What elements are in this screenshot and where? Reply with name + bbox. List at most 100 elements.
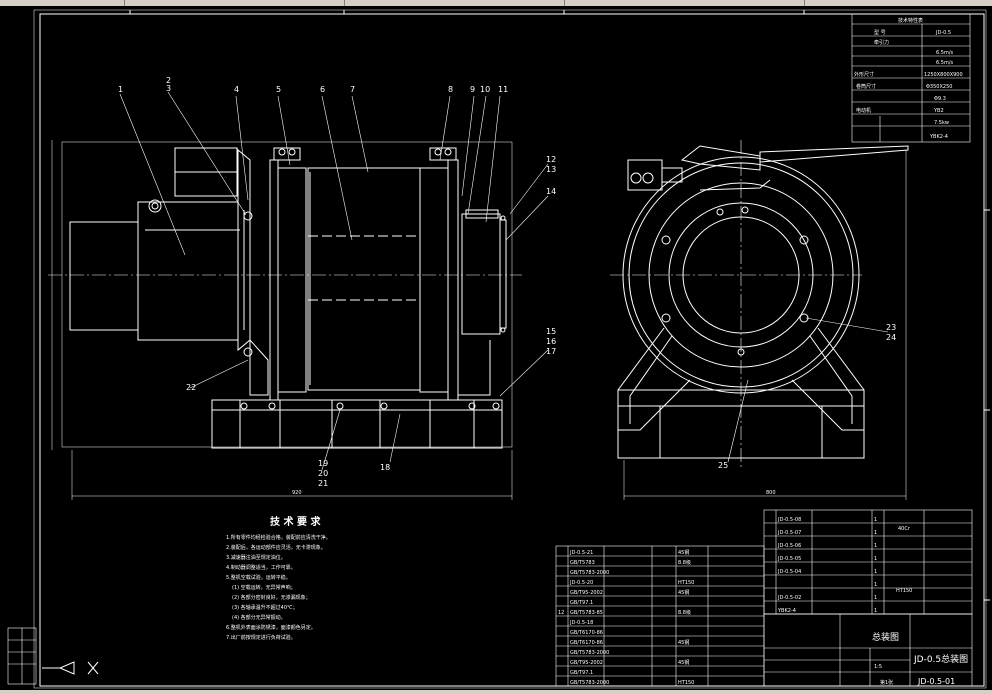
requirement-item: (4) 各部分无异常振动。 [232, 614, 286, 621]
revision-table [7, 627, 37, 685]
part-number: 17 [546, 347, 556, 356]
bom-left-table [555, 545, 765, 687]
bom-cell-code: JD-0.5-02 [777, 595, 801, 601]
bom-cell-code: GB/T97.1 [570, 670, 593, 676]
ucs-icon [42, 661, 99, 675]
front-part-numbers: 1 2 3 4 5 6 7 8 9 10 11 12 13 14 15 16 1… [118, 76, 556, 488]
bom-note: 40Cr [898, 526, 911, 532]
bom-cell-qty: 1 [874, 530, 877, 536]
drum-hub [682, 216, 800, 334]
bom-cell-code: GB/T5783-2000 [570, 680, 609, 686]
spec-value: 6.5m/s [936, 50, 954, 56]
bom-cell-code: GB/T6170-86 [570, 630, 603, 636]
front-view [48, 140, 522, 500]
side-width-dimension: 800 [766, 490, 776, 496]
drawing-name: 总装图 [872, 631, 899, 643]
bom-cell-qty: 1 [874, 517, 877, 523]
bom-cell-qty: 1 [874, 595, 877, 601]
bom-cell-no: 12 [558, 610, 564, 616]
bom-cell-code: GB/T95-2002 [570, 590, 603, 596]
part-number: 3 [166, 84, 171, 93]
bom-cell-code: JD-0.5-21 [569, 550, 593, 556]
part-number: 8 [448, 85, 453, 94]
part-number: 21 [318, 479, 328, 488]
part-number: 12 [546, 155, 556, 164]
part-number: 24 [886, 333, 896, 342]
drawing-number: JD-0.5-01 [917, 677, 955, 686]
side-base [617, 405, 865, 459]
spec-value: Φ350X250 [926, 84, 952, 90]
bom-cell-qty: 1 [874, 582, 877, 588]
tech-table-title: 技术特性表 [898, 17, 923, 24]
part-number: 25 [718, 461, 728, 470]
spec-value: JD-0.5 [935, 30, 951, 36]
part-number: 13 [546, 165, 556, 174]
technical-requirements: 技 术 要 求 1.所有零件均经检验合格，装配前应清洗干净。 2.装配后，各运动… [226, 515, 331, 641]
requirement-item: (1) 空载运转，无异常声响； [232, 584, 296, 591]
requirement-item: 2.装配后，各运动部件应灵活，无卡滞现象。 [226, 544, 326, 551]
requirement-item: (2) 各部分密封良好，无渗漏现象； [232, 594, 311, 601]
flange-bolt [273, 147, 301, 161]
bom-cell-code: GB/T5783-2000 [570, 570, 609, 576]
sheet-number: 第1张 [880, 679, 893, 686]
toolbar-segment [344, 0, 565, 6]
tech-spec-text: 技术特性表 型 号 JD-0.5 牵引力 6.5m/s 6.5m/s 外形尺寸 … [854, 17, 963, 140]
part-number: 19 [318, 459, 328, 468]
assembly-title: JD-0.5总装图 [913, 653, 968, 665]
part-number: 15 [546, 327, 556, 336]
requirement-item: 5.整机空载试验，运转平稳。 [226, 574, 291, 581]
brake-lever [759, 145, 909, 163]
spec-value: 7.5kw [934, 120, 949, 126]
spec-value: YB2 [933, 108, 944, 114]
requirement-item: 4.制动器调整适当，工作可靠。 [226, 564, 296, 571]
part-number: 11 [498, 85, 508, 94]
bom-cell-code: JD-0.5-08 [777, 517, 801, 523]
status-bar [0, 690, 992, 694]
bom-cell-mat: 45钢 [678, 589, 689, 596]
part-number: 14 [546, 187, 556, 196]
part-number: 1 [118, 85, 123, 94]
requirement-item: 7.出厂前按规定进行负荷试验。 [226, 634, 296, 641]
part-number: 10 [480, 85, 490, 94]
spec-label: 电动机 [856, 107, 871, 114]
bom-cell-mat: 8.8级 [678, 609, 691, 616]
bom-cell-code: JD-0.5-07 [777, 530, 801, 536]
toolbar-segment [124, 0, 345, 6]
bom-cell-code: JD-0.5-06 [777, 543, 801, 549]
requirement-item: (3) 各轴承温升不超过40℃； [232, 604, 298, 611]
base-frame [211, 399, 503, 449]
bom-cell-code: GB/T97.1 [570, 600, 593, 606]
spec-value: 6.5m/s [936, 60, 954, 66]
bom-cell-code: JD-0.5-05 [777, 556, 801, 562]
bom-cell-mat: 45钢 [678, 549, 689, 556]
motor-body [69, 221, 139, 331]
drum [307, 167, 421, 391]
flange-bolt [429, 147, 457, 161]
bom-cell-mat: 45钢 [678, 639, 689, 646]
tech-spec-table [851, 13, 971, 143]
drawing-scale: 1:5 [874, 664, 882, 670]
bom-note: HT150 [896, 588, 912, 594]
bom-cell-code: JD-0.5-20 [569, 580, 593, 586]
requirements-heading: 技 术 要 求 [270, 515, 321, 528]
side-part-numbers: 23 24 25 [718, 323, 896, 470]
spec-value: 1250X800X900 [924, 72, 963, 78]
bom-cell-mat: HT150 [678, 580, 694, 586]
requirement-item: 3.减速器注油至规定油位。 [226, 554, 286, 561]
part-number: 23 [886, 323, 896, 332]
part-number: 7 [350, 85, 355, 94]
bom-cell-mat: HT150 [678, 680, 694, 686]
part-number: 20 [318, 469, 328, 478]
part-number: 9 [470, 85, 475, 94]
requirement-item: 6.整机外表面涂防锈漆，面漆颜色另定。 [226, 624, 316, 631]
brake-assembly [627, 159, 663, 191]
bom-cell-qty: 1 [874, 569, 877, 575]
bom-cell-mat: 8.8级 [678, 559, 691, 566]
requirement-item: 1.所有零件均经检验合格，装配前应清洗干净。 [226, 534, 331, 541]
cad-drawing-canvas[interactable]: 920 1 2 3 4 5 6 7 8 9 10 11 12 13 14 15 … [0, 6, 992, 690]
part-number: 5 [276, 85, 281, 94]
part-number: 22 [186, 383, 196, 392]
drum-outer [622, 156, 860, 394]
title-block [763, 613, 973, 687]
